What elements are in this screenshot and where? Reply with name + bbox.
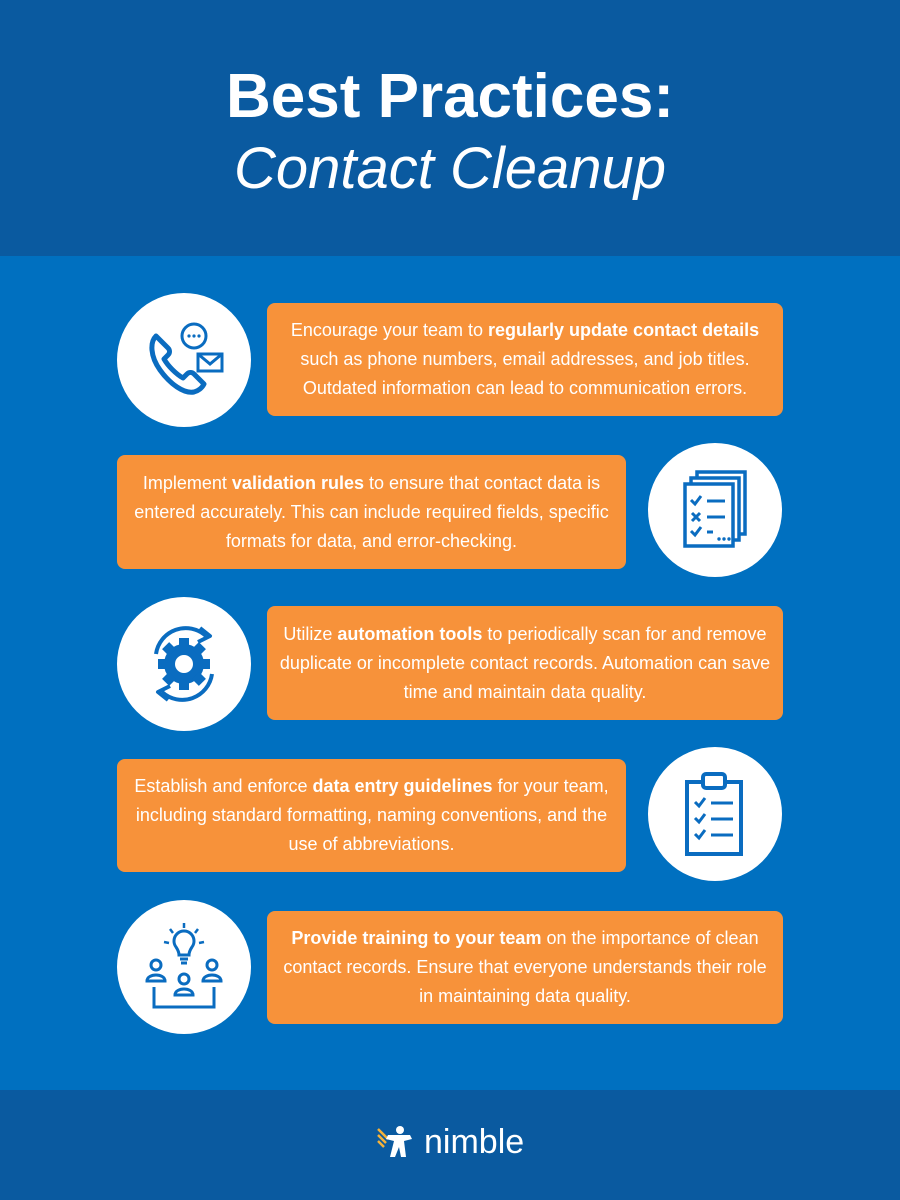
practice-card-5-text: Provide training to your team on the imp…	[279, 924, 771, 1011]
header: Best Practices: Contact Cleanup	[0, 0, 900, 256]
practice-card-5: Provide training to your team on the imp…	[267, 911, 783, 1024]
card-highlight: regularly update contact details	[488, 320, 760, 340]
card-highlight: data entry guidelines	[312, 776, 493, 796]
card-text: for your team, including standard format…	[135, 776, 609, 854]
brand-logo[interactable]: nimble	[374, 1120, 534, 1164]
nimble-logo-icon	[377, 1126, 412, 1157]
practice-card-1: Encourage your team to regularly update …	[267, 303, 783, 416]
card-highlight: automation tools	[337, 623, 483, 644]
footer	[0, 1090, 900, 1200]
practice-card-3-text: Utilize automation tools to periodically…	[279, 620, 771, 707]
card-text: to ensure that contact data is entered a…	[134, 472, 609, 551]
card-text: Encourage your team to	[290, 320, 489, 340]
practice-card-4-text: Establish and enforce data entry guideli…	[129, 772, 614, 859]
brand-name: nimble	[424, 1122, 525, 1161]
card-highlight: validation rules	[231, 472, 364, 493]
card-text: Implement	[142, 472, 232, 493]
card-text: such as phone numbers, email addresses, …	[300, 349, 750, 398]
card-text: to periodically scan for and remove dupl…	[279, 623, 771, 702]
practice-card-2: Implement validation rules to ensure tha…	[117, 455, 626, 569]
page-subtitle: Contact Cleanup	[233, 136, 667, 201]
card-highlight: Provide training to your team	[291, 928, 542, 948]
page-title: Best Practices:	[225, 62, 675, 131]
practice-card-4: Establish and enforce data entry guideli…	[117, 759, 626, 872]
card-text: Establish and enforce	[134, 776, 313, 796]
practice-card-2-text: Implement validation rules to ensure tha…	[129, 469, 614, 556]
clipboard-checklist-icon	[648, 747, 782, 881]
gear-cycle-icon	[117, 597, 251, 731]
checklist-documents-icon	[648, 443, 782, 577]
practice-card-3: Utilize automation tools to periodically…	[267, 606, 783, 720]
phone-message-icon	[117, 293, 251, 427]
team-idea-icon	[117, 900, 251, 1034]
card-text: on the importance of clean contact recor…	[283, 928, 767, 1006]
practice-card-1-text: Encourage your team to regularly update …	[279, 316, 771, 403]
card-text: Utilize	[283, 623, 338, 644]
